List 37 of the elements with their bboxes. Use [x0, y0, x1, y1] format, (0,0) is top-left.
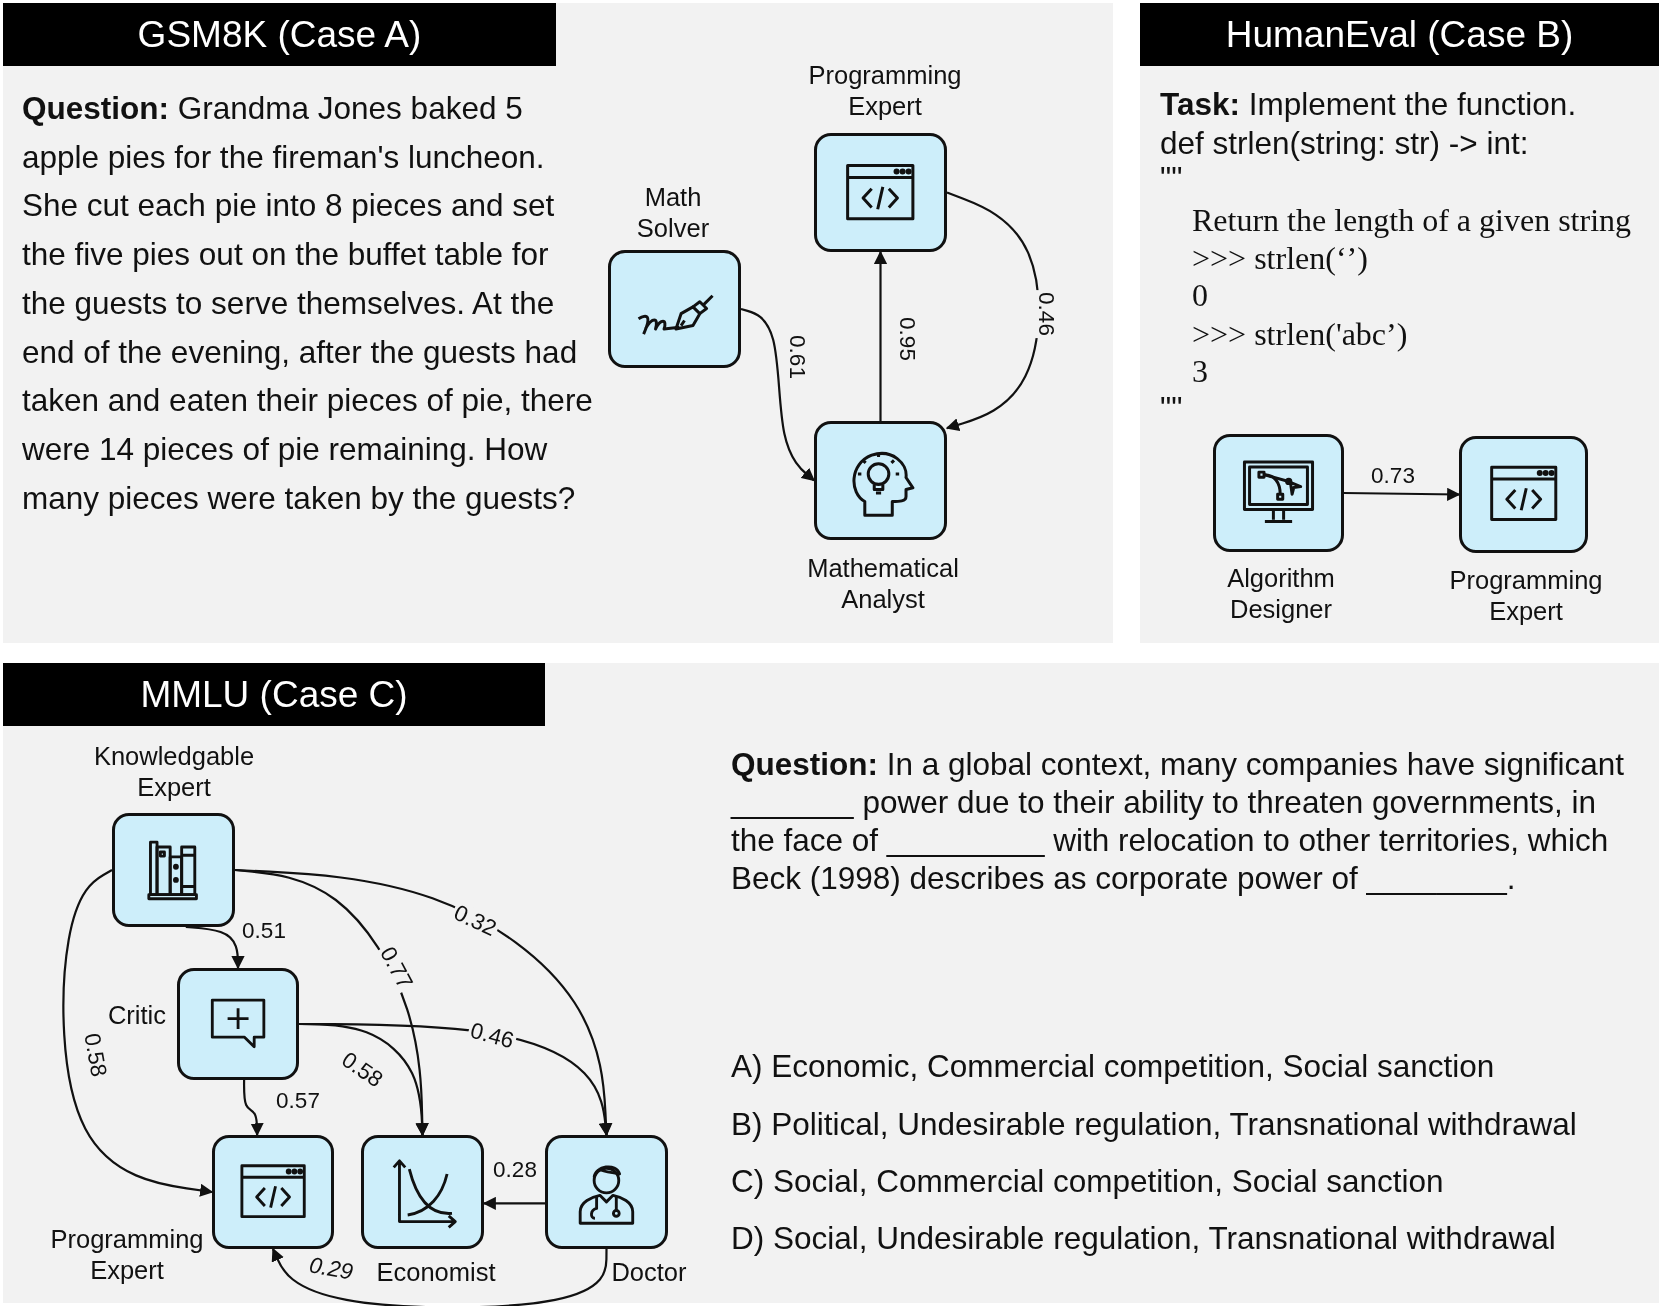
agent-label: Programming Expert [807, 60, 963, 122]
code-line: "" [1160, 389, 1183, 428]
panel-background [3, 3, 1113, 643]
arrow [740, 307, 815, 482]
arrow [185, 925, 245, 970]
answer-option: C) Social, Commercial competition, Social sanction [731, 1161, 1444, 1201]
code-line: Return the length of a given string [1192, 201, 1631, 240]
arrow [62, 869, 214, 1197]
answer-option: A) Economic, Commercial competition, Social sanction [731, 1046, 1495, 1086]
agent-label: Math Solver [635, 182, 711, 244]
code-line: Task: Implement the function. [1160, 85, 1577, 124]
panel-background [3, 663, 1659, 1303]
question-text: Question: Grandma Jones baked 5 apple pies for the fireman's luncheon. She cut each pie into 8 pieces and set the five pies out on the buffet table for the guests to serve themselves. At the end of the evening, after the guests had taken and eaten their pieces of pie, there were 14 pieces of pie remaining. How many pieces were taken by the guests? [22, 89, 594, 518]
code-line: >>> strlen('abc’) [1192, 315, 1408, 354]
agent-label: Programming Expert [49, 1224, 205, 1286]
code-line: 3 [1192, 352, 1208, 391]
agent-label: Mathematical Analyst [806, 553, 960, 615]
arrow [482, 1196, 545, 1210]
agent-label: Doctor [610, 1257, 688, 1288]
agent-label: Economist [375, 1257, 497, 1288]
arrow [243, 1080, 264, 1137]
panel-background [1140, 3, 1659, 643]
agent-label: Algorithm Designer [1226, 563, 1336, 625]
arrow [271, 1247, 608, 1306]
panel-header: GSM8K (Case A) [3, 3, 556, 66]
code-line: 0 [1192, 276, 1208, 315]
arrow [873, 250, 888, 421]
panel-header: HumanEval (Case B) [1140, 3, 1659, 66]
agent-label: Knowledgable Expert [92, 741, 256, 803]
agent-label: Programming Expert [1448, 565, 1604, 627]
answer-option: D) Social, Undesirable regulation, Transnational withdrawal [731, 1218, 1556, 1258]
panel-header: MMLU (Case C) [3, 663, 545, 726]
question-text: Question: In a global context, many companies have significant _______ power due to their ability to threaten governments, in the face of _________ with relocation to other territories, which Beck (1998) describes as corporate power of ________. [731, 745, 1625, 897]
code-line: >>> strlen(‘’) [1192, 239, 1368, 278]
answer-option: B) Political, Undesirable regulation, Transnational withdrawal [731, 1104, 1577, 1144]
agent-label: Critic [106, 1000, 168, 1031]
arrow [1344, 487, 1461, 501]
